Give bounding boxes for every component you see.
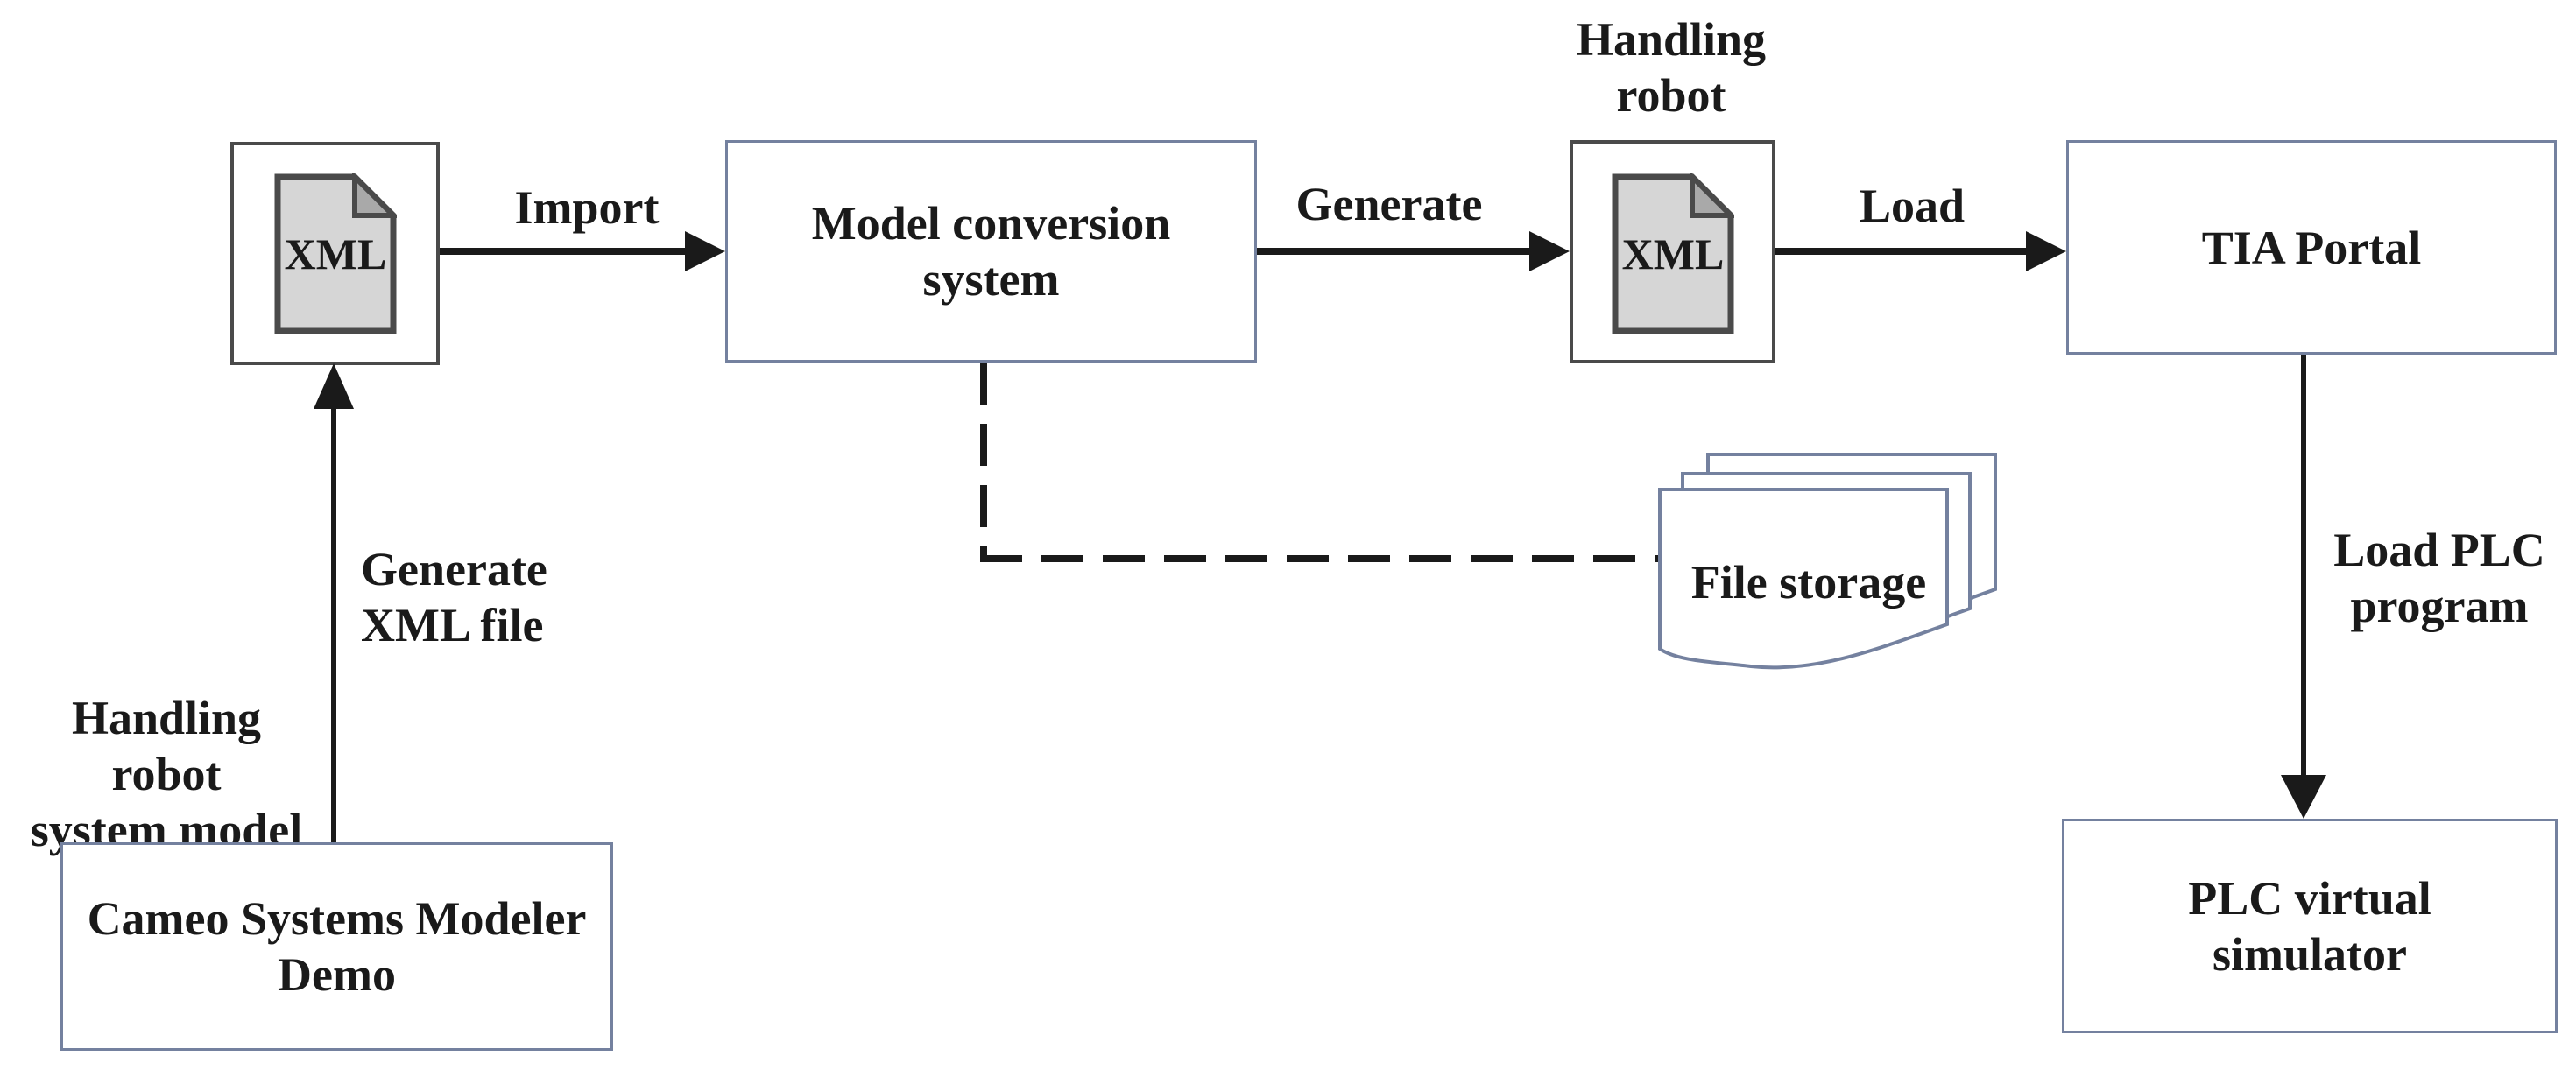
xml-document-label: XML [1621, 229, 1725, 278]
node-label-file-storage: File storage [1690, 556, 1927, 609]
edge-label-load-plc-program: Load PLC program [2333, 524, 2545, 632]
load-arrow-shaft [1775, 248, 2029, 255]
dashed-connector-horizontal [980, 555, 1658, 562]
edge-label-load: Load [1859, 180, 1966, 232]
dashed-connector-vertical [980, 363, 987, 562]
edge-label-generate-xml-file: Generate XML file [361, 543, 547, 651]
xml-document-icon [274, 173, 397, 334]
caption-handling-robot: Handling robot [1576, 13, 1767, 122]
import-arrow-head-icon [685, 231, 725, 271]
load-plc-arrow-shaft [2301, 355, 2306, 779]
generate-xml-arrow-head-icon [314, 363, 354, 409]
node-model-conversion-system: Model conversion system [725, 140, 1257, 363]
node-label-plc-virtual-simulator: PLC virtual simulator [2188, 871, 2431, 981]
edge-label-generate: Generate [1295, 178, 1483, 230]
edge-label-handling-robot-system-model: Handling robot system model [30, 692, 303, 856]
node-label-cameo-systems-modeler: Cameo Systems Modeler Demo [87, 892, 587, 1001]
load-plc-arrow-head-icon [2281, 775, 2326, 819]
xml-document-label: XML [284, 229, 387, 278]
node-label-tia-portal: TIA Portal [2201, 221, 2422, 274]
edge-label-import: Import [514, 181, 660, 234]
node-label-model-conversion-system: Model conversion system [811, 197, 1171, 306]
import-arrow-shaft [440, 248, 688, 255]
generate-arrow-head-icon [1529, 231, 1570, 271]
node-tia-portal: TIA Portal [2066, 140, 2557, 355]
xml-document-icon [1612, 173, 1734, 334]
node-cameo-systems-modeler: Cameo Systems Modeler Demo [60, 842, 613, 1051]
node-plc-virtual-simulator: PLC virtual simulator [2062, 819, 2558, 1033]
generate-arrow-shaft [1257, 248, 1533, 255]
load-arrow-head-icon [2026, 231, 2066, 271]
document-stack-icon [1658, 453, 1997, 670]
generate-xml-arrow-shaft [331, 405, 336, 842]
